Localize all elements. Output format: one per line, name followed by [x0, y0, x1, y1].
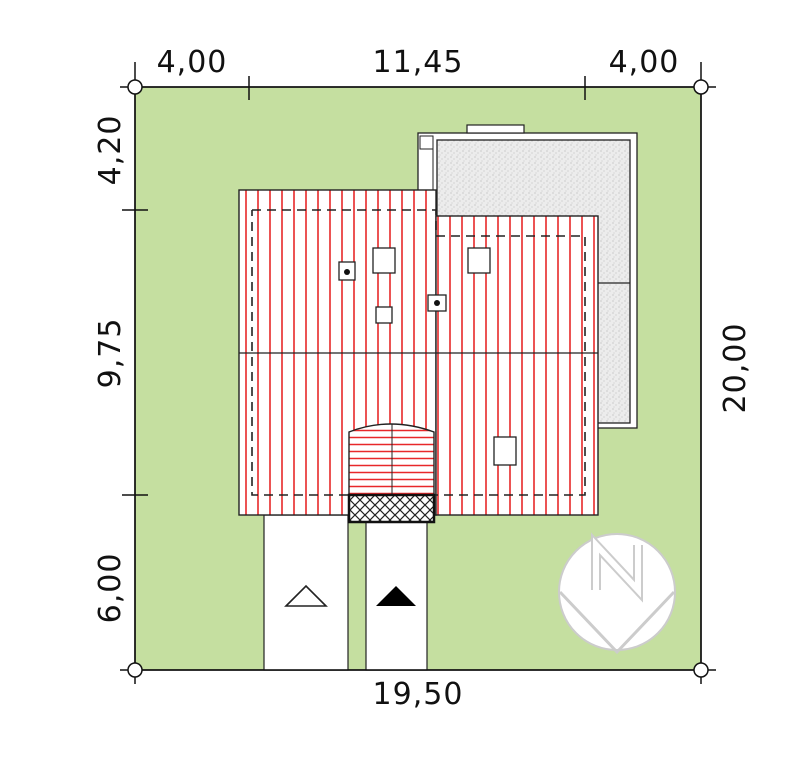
dim-left-top: 4,20 [93, 115, 128, 186]
dim-right: 20,00 [718, 323, 753, 414]
wall-outline-dashed [251, 209, 586, 496]
roof-window [467, 247, 491, 274]
dimension-lines [120, 62, 716, 684]
dim-top-middle: 11,45 [373, 45, 464, 80]
dim-top-left: 4,00 [157, 45, 228, 80]
roof-window [372, 247, 396, 274]
chimney-flue [434, 300, 440, 306]
main-roof-wing [435, 215, 599, 516]
driveway-arrow-outline-icon [284, 584, 328, 607]
compass-north-icon [558, 532, 676, 655]
dim-left-middle: 9,75 [93, 318, 128, 389]
dim-bottom: 19,50 [373, 677, 464, 712]
chimney-flue [344, 269, 350, 275]
annex-chimney-top [466, 124, 525, 134]
annex-corner-small [419, 135, 434, 150]
roof-window [493, 436, 517, 466]
dim-left-bottom: 6,00 [93, 553, 128, 624]
dim-top-right: 4,00 [609, 45, 680, 80]
roof-vent [375, 306, 393, 324]
dimension-endpoints [127, 79, 709, 678]
entrance-step [347, 493, 436, 524]
driveway-arrow-filled-icon [376, 586, 416, 606]
